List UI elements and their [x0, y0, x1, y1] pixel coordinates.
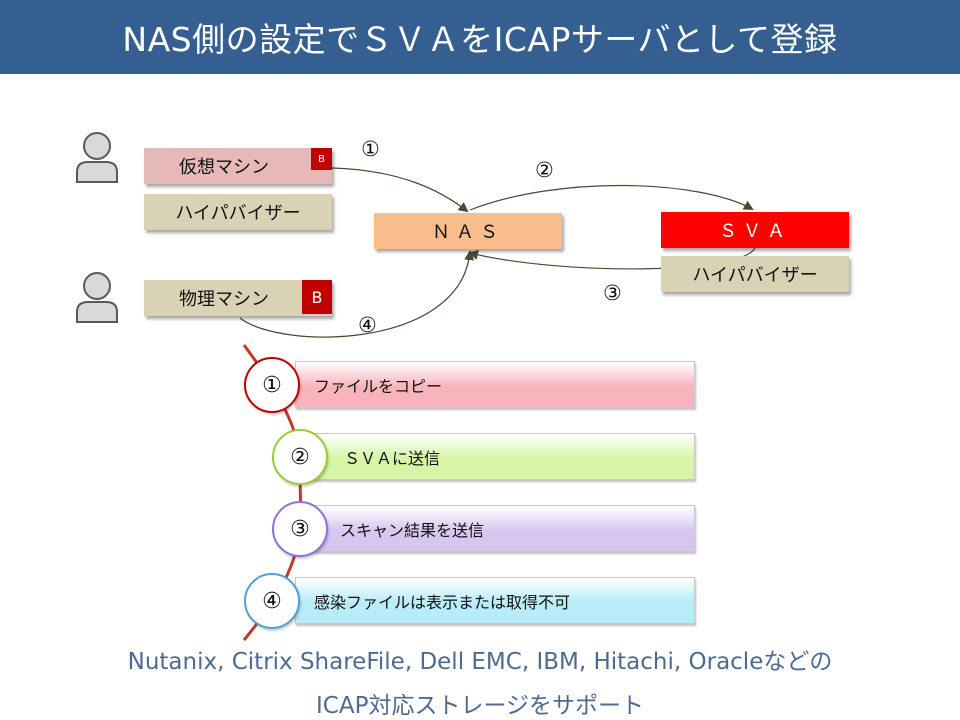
step-text: 感染ファイルは表示または取得不可 — [314, 592, 571, 612]
step-number-3: ③ — [272, 501, 328, 557]
step-number-2: ② — [272, 429, 328, 485]
arrow-1 — [331, 167, 469, 213]
arrow-2 — [469, 184, 754, 211]
nas-label: ＮＡＳ — [432, 222, 504, 243]
step-number-4: ④ — [244, 573, 300, 629]
step-item-4: 感染ファイルは表示または取得不可 — [295, 577, 695, 624]
step-item-1: ファイルをコピー — [295, 361, 695, 408]
vm-label: 仮想マシン — [179, 157, 269, 178]
arrow-label-3: ③ — [603, 281, 622, 305]
physical-label: 物理マシン — [179, 289, 269, 310]
nas-box: ＮＡＳ — [374, 213, 562, 249]
sva-box: ＳＶＡ — [661, 212, 849, 248]
step-text: ファイルをコピー — [314, 376, 443, 396]
step-item-2: ＳＶＡに送信 — [295, 433, 695, 480]
vm-badge: B — [311, 148, 332, 170]
hypervisor-right-label: ハイパバイザー — [692, 265, 818, 286]
header-bar — [0, 0, 960, 74]
physical-badge: B — [302, 280, 332, 314]
physical-box: 物理マシン — [144, 280, 332, 316]
arrow-4 — [239, 250, 475, 338]
hypervisor-left-box: ハイパバイザー — [144, 194, 332, 230]
page-title: NAS側の設定でＳＶＡをICAPサーバとして登録 — [122, 20, 838, 59]
arrow-label-1: ① — [361, 137, 380, 161]
vm-box: 仮想マシン — [144, 148, 332, 184]
sva-label: ＳＶＡ — [719, 221, 791, 242]
step-text: ＳＶＡに送信 — [344, 448, 441, 468]
footer-line-1: Nutanix, Citrix ShareFile, Dell EMC, IBM… — [127, 649, 833, 675]
footer-line-2: ICAP対応ストレージをサポート — [316, 693, 644, 719]
user-icon — [76, 272, 118, 323]
hypervisor-right-box: ハイパバイザー — [661, 256, 849, 292]
arrow-label-4: ④ — [358, 313, 377, 337]
step-text: スキャン結果を送信 — [340, 520, 485, 540]
step-item-3: スキャン結果を送信 — [295, 505, 695, 552]
arrow-label-2: ② — [535, 158, 554, 182]
hypervisor-left-label: ハイパバイザー — [175, 203, 301, 224]
user-icon — [76, 132, 118, 183]
step-number-1: ① — [244, 357, 300, 413]
